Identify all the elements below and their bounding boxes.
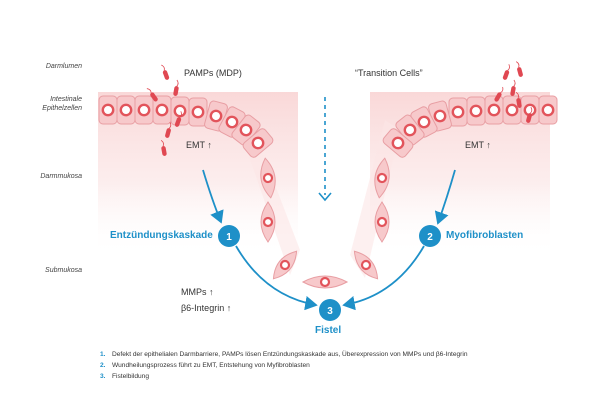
step-item-2: 2.Wundheilungsprozess führt zu EMT, Ents… [100, 362, 310, 369]
layer-label-submukosa: Submukosa [45, 267, 82, 274]
epithelial-cell [231, 114, 261, 146]
bacterium-icon [502, 64, 510, 80]
bacteria-group [146, 61, 533, 156]
epithelial-cell [410, 106, 438, 138]
spindle-cell [272, 250, 298, 280]
epithelial-cell [170, 96, 190, 126]
bacterium-icon [165, 121, 172, 138]
layer-label-lumen: Darmlumen [45, 63, 82, 70]
node-2-number: 2 [427, 232, 433, 243]
layer-label-mukosa: Darmmukosa [40, 173, 82, 180]
epithelial-cell [218, 106, 246, 138]
bacterium-icon [526, 106, 533, 123]
bacterium-icon [173, 79, 179, 96]
epithelial-cell [116, 95, 136, 125]
epithelial-cell [152, 95, 172, 125]
epithelial-cell [382, 128, 414, 158]
transition-cells [260, 157, 390, 289]
epithelial-cells-left [98, 95, 274, 158]
bacterium-icon [146, 88, 158, 102]
bacterium-icon [515, 92, 522, 108]
spindle-cell [374, 157, 390, 199]
transition-cells-label: “Transition Cells” [355, 68, 423, 78]
emt-left-label: EMT ↑ [186, 140, 212, 150]
step-item-1: 1.Defekt der epithelialen Darmbarriere, … [100, 351, 468, 358]
node-3: 3 [319, 299, 341, 321]
node-1: 1 [218, 225, 240, 247]
node-2-label: Myofibroblasten [446, 230, 524, 241]
epithelial-cell [538, 95, 558, 125]
node-1-label: Entzündungskaskade [110, 230, 213, 241]
flow-arrows [202, 169, 456, 311]
epithelial-cell [448, 97, 468, 127]
epithelial-cell [484, 95, 504, 125]
node-3-label: Fistel [315, 325, 342, 336]
spindle-cell [260, 157, 276, 199]
bacterium-icon [510, 79, 516, 96]
spindle-cell [374, 201, 390, 243]
integrin-label: β6-Integrin ↑ [181, 303, 232, 313]
epithelial-cell [242, 128, 274, 158]
bacterium-icon [515, 61, 523, 77]
layer-label-epithel: Intestinale Epithelzellen [42, 96, 82, 112]
node-3-number: 3 [327, 306, 333, 317]
dashed-down-arrow [318, 97, 332, 202]
epithelial-cell [98, 95, 118, 125]
node-2: 2 [419, 225, 441, 247]
bacterium-icon [161, 64, 170, 80]
epithelial-cell [502, 95, 522, 125]
spindle-cell [301, 275, 349, 289]
spindle-cell [353, 250, 379, 280]
node-1-number: 1 [226, 232, 232, 243]
epithelial-cell [466, 96, 486, 126]
spindle-cell [260, 201, 276, 243]
epithelial-cell [134, 95, 154, 125]
epithelial-cell [188, 97, 208, 127]
bacterium-icon [494, 86, 504, 102]
bacterium-icon [174, 111, 182, 127]
bacterium-icon [160, 140, 167, 156]
pamps-label: PAMPs (MDP) [184, 68, 242, 78]
step-item-3: 3.Fistelbildung [100, 373, 150, 380]
step-list: 1.Defekt der epithelialen Darmbarriere, … [100, 349, 468, 382]
mmps-label: MMPs ↑ [181, 287, 214, 297]
emt-right-label: EMT ↑ [465, 140, 491, 150]
epithelial-cells-right [382, 95, 558, 158]
